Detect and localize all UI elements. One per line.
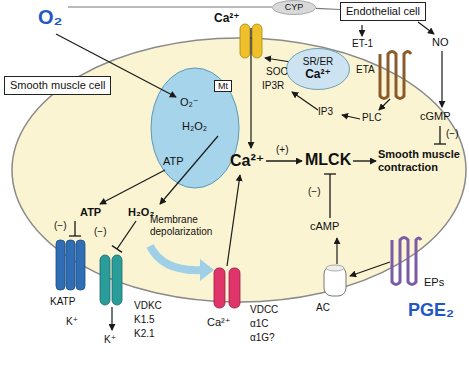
ep-receptor — [392, 238, 421, 285]
node-text: Endothelial cell — [346, 5, 420, 18]
cell-label-box: Smooth muscle cell — [4, 76, 111, 95]
subunit-label: α1C — [250, 318, 269, 330]
depolarization-arrow — [150, 246, 214, 281]
outcome-label: Smooth muscle contraction — [378, 148, 466, 173]
inhibition-line — [324, 174, 336, 218]
effect-sign: (−) — [54, 220, 67, 232]
subunit-label: α1G? — [250, 332, 275, 344]
vdkc-channel — [100, 255, 122, 305]
channel-label: VDKC — [134, 300, 162, 312]
enzyme-label: MLCK — [305, 151, 351, 169]
activation-arrow — [160, 136, 218, 204]
ellipse-shape — [273, 1, 316, 15]
ion-label: K⁺ — [66, 316, 78, 328]
molecule-label: O₂ — [38, 6, 62, 29]
vdcc-channel — [214, 268, 240, 308]
activation-arrow — [266, 160, 302, 161]
ellipse-shape — [287, 49, 350, 90]
receptor-label: IP3R — [262, 80, 284, 92]
molecule-label: ATP — [80, 206, 101, 219]
channel-label: SOC — [266, 66, 288, 78]
molecule-label: cAMP — [310, 220, 339, 233]
receptor-label: ETA — [356, 64, 375, 76]
activation-arrow — [100, 170, 165, 204]
molecule-label: O₂⁻ — [180, 96, 199, 109]
activation-arrow — [227, 175, 240, 266]
ligand-label: ET-1 — [352, 38, 373, 50]
channel-label: VDCC — [250, 304, 278, 316]
molecule-label: H₂O₂ — [182, 120, 207, 133]
subunit-label: K1.5 — [134, 314, 155, 326]
activation-arrow — [265, 58, 291, 62]
subunit-label: K2.1 — [134, 328, 155, 340]
node-text: CYP — [285, 2, 304, 12]
channel-label: KATP — [50, 296, 75, 308]
node-text: Ca²⁺ — [305, 68, 331, 82]
molecule-label: ATP — [163, 155, 184, 168]
molecule-label: cGMP — [420, 110, 451, 123]
activation-arrow — [250, 28, 251, 148]
activation-arrow — [336, 238, 337, 264]
inhibition-line — [434, 126, 446, 144]
enzyme-label: PLC — [362, 112, 381, 124]
eta-receptor — [380, 52, 411, 99]
inhibition-line — [112, 221, 136, 252]
effect-sign: (−) — [446, 128, 459, 140]
node-text: Smooth muscle cell — [10, 79, 105, 92]
effect-sign: (−) — [308, 186, 321, 198]
endothelial-cell-box: Endothelial cell — [340, 2, 426, 21]
activation-arrow — [418, 22, 434, 34]
effect-sign: (−) — [94, 226, 107, 238]
enzyme-ellipse: CYP — [272, 0, 316, 15]
ion-label: K⁺ — [104, 334, 116, 346]
molecule-label: NO — [432, 36, 449, 49]
receptor-label: EPs — [424, 276, 444, 289]
katp-channel — [56, 240, 85, 290]
activation-arrow — [342, 115, 360, 119]
activation-arrow — [292, 92, 318, 110]
organelle-ellipse: SR/ERCa²⁺ — [286, 48, 350, 90]
ion-label: Ca²⁺ — [207, 316, 231, 329]
activation-arrow — [441, 51, 442, 107]
activation-arrow — [361, 25, 362, 36]
molecule-label: PGE₂ — [408, 300, 454, 321]
ion-label: Ca²⁺ — [230, 152, 264, 170]
activation-arrow — [353, 160, 376, 161]
effect-sign: (+) — [276, 144, 289, 156]
oxygen-line — [68, 6, 272, 7]
activation-arrow — [379, 99, 390, 110]
inhibition-line — [69, 221, 81, 236]
node-text: Mt — [218, 81, 228, 91]
connector — [316, 8, 340, 9]
organelle-tag: Mt — [214, 80, 232, 92]
efflux-arrow — [111, 307, 112, 330]
enzyme-label: AC — [316, 302, 330, 314]
adenylyl-cyclase — [324, 265, 346, 296]
node-text: SR/ER — [303, 56, 334, 68]
ion-label: Ca²⁺ — [214, 12, 240, 26]
process-label: Membrane depolarization — [150, 214, 232, 237]
molecule-label: IP3 — [318, 106, 333, 118]
activation-arrow — [350, 262, 390, 276]
